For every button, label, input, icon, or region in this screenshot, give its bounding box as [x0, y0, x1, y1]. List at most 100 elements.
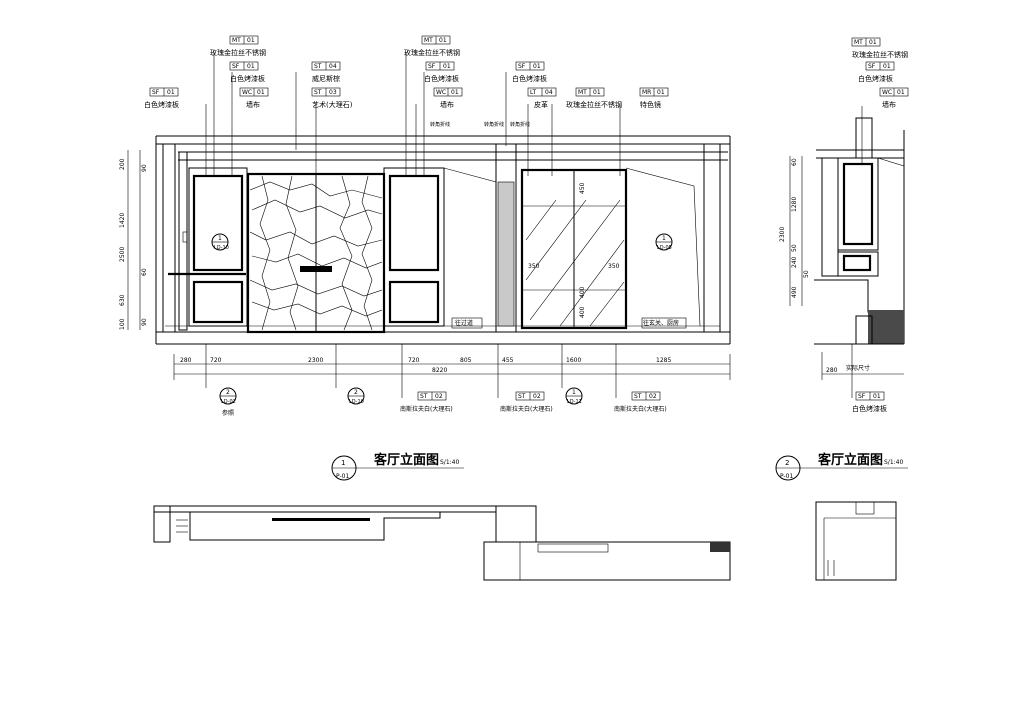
svg-text:1: 1	[218, 235, 222, 242]
svg-text:墙布: 墙布	[440, 100, 454, 109]
svg-text:白色烤漆板: 白色烤漆板	[852, 404, 887, 413]
svg-text:01: 01	[257, 89, 265, 96]
svg-text:玫瑰金拉丝不锈钢: 玫瑰金拉丝不锈钢	[852, 50, 908, 59]
svg-text:白色烤漆板: 白色烤漆板	[858, 74, 893, 83]
svg-text:60: 60	[791, 158, 798, 166]
svg-text:200: 200	[119, 158, 126, 170]
svg-text:630: 630	[119, 294, 126, 306]
svg-text:720: 720	[210, 357, 222, 364]
svg-text:SF: SF	[868, 63, 876, 70]
svg-text:2300: 2300	[779, 227, 786, 242]
svg-text:SF: SF	[518, 63, 526, 70]
svg-text:90: 90	[141, 164, 148, 172]
svg-text:01: 01	[657, 89, 665, 96]
svg-text:1280: 1280	[791, 197, 798, 212]
svg-text:01: 01	[247, 37, 255, 44]
svg-text:02: 02	[533, 393, 541, 400]
view-title-1: 1 P-01 客厅立面图 S/1:40	[331, 452, 464, 481]
svg-text:2300: 2300	[308, 357, 323, 364]
svg-text:1600: 1600	[566, 357, 581, 364]
svg-text:01: 01	[247, 63, 255, 70]
svg-text:280: 280	[180, 357, 192, 364]
svg-text:1: 1	[662, 235, 666, 242]
svg-text:ST: ST	[420, 393, 428, 400]
elevation-2	[814, 106, 905, 345]
svg-text:490: 490	[791, 286, 798, 298]
svg-text:LD-10: LD-10	[349, 399, 364, 405]
svg-text:SF: SF	[428, 63, 436, 70]
svg-text:450: 450	[579, 182, 586, 194]
svg-text:客厅立面图: 客厅立面图	[374, 452, 439, 468]
svg-text:P-01: P-01	[780, 473, 793, 480]
svg-text:客厅立面图: 客厅立面图	[818, 452, 883, 468]
svg-text:50: 50	[791, 244, 798, 252]
svg-text:白色烤漆板: 白色烤漆板	[230, 74, 265, 83]
svg-text:MT: MT	[424, 37, 433, 44]
svg-text:455: 455	[502, 357, 514, 364]
svg-text:MT: MT	[854, 39, 863, 46]
svg-text:50: 50	[803, 270, 810, 278]
svg-text:LT: LT	[530, 89, 537, 96]
svg-text:LD-02: LD-02	[221, 399, 236, 405]
svg-text:特色镜: 特色镜	[640, 100, 661, 109]
svg-text:白色烤漆板: 白色烤漆板	[144, 100, 179, 109]
svg-text:02: 02	[649, 393, 657, 400]
room-label: 往玄关、厨房	[643, 319, 679, 327]
svg-text:转角折线: 转角折线	[510, 121, 530, 128]
svg-text:参照: 参照	[222, 409, 234, 417]
svg-text:白色烤漆板: 白色烤漆板	[424, 74, 459, 83]
material-tag: SF 01 白色烤漆板	[512, 61, 547, 83]
svg-text:01: 01	[533, 63, 541, 70]
svg-text:720: 720	[408, 357, 420, 364]
svg-text:玫瑰金拉丝不锈钢: 玫瑰金拉丝不锈钢	[210, 48, 266, 57]
svg-text:02: 02	[435, 393, 443, 400]
svg-text:04: 04	[545, 89, 553, 96]
svg-text:90: 90	[141, 318, 148, 326]
plan-2	[815, 501, 897, 581]
svg-text:01: 01	[439, 37, 447, 44]
svg-text:400: 400	[579, 306, 586, 318]
svg-text:ST: ST	[314, 63, 322, 70]
svg-text:03: 03	[329, 89, 337, 96]
svg-text:1420: 1420	[119, 213, 126, 228]
svg-text:LD-05: LD-05	[657, 245, 672, 251]
corner-notes: 转角折线 转角折线 转角折线	[430, 121, 530, 128]
svg-text:转角折线: 转角折线	[484, 121, 504, 128]
room-label: 往过道	[455, 319, 473, 327]
svg-text:01: 01	[451, 89, 459, 96]
svg-text:墙布: 墙布	[246, 100, 260, 109]
svg-text:P-01: P-01	[336, 473, 349, 480]
svg-text:艺术(大理石): 艺术(大理石)	[312, 100, 353, 109]
svg-text:墙布: 墙布	[882, 100, 896, 109]
svg-text:2: 2	[785, 459, 789, 467]
svg-text:S/1:40: S/1:40	[440, 459, 459, 466]
material-tag: MT 01 玫瑰金拉丝不锈钢	[851, 37, 908, 59]
svg-text:ST: ST	[634, 393, 642, 400]
svg-text:白色烤漆板: 白色烤漆板	[512, 74, 547, 83]
svg-text:ST: ST	[518, 393, 526, 400]
section-callout: 1 LD-11	[565, 387, 583, 405]
svg-text:280: 280	[826, 367, 838, 374]
svg-text:01: 01	[869, 39, 877, 46]
svg-text:1: 1	[572, 389, 576, 396]
svg-text:S/1:40: S/1:40	[884, 459, 903, 466]
svg-text:WC: WC	[882, 89, 892, 96]
svg-text:1: 1	[341, 459, 345, 467]
section-callout: 1 LD-10	[211, 233, 229, 251]
svg-text:实际尺寸: 实际尺寸	[846, 364, 870, 372]
